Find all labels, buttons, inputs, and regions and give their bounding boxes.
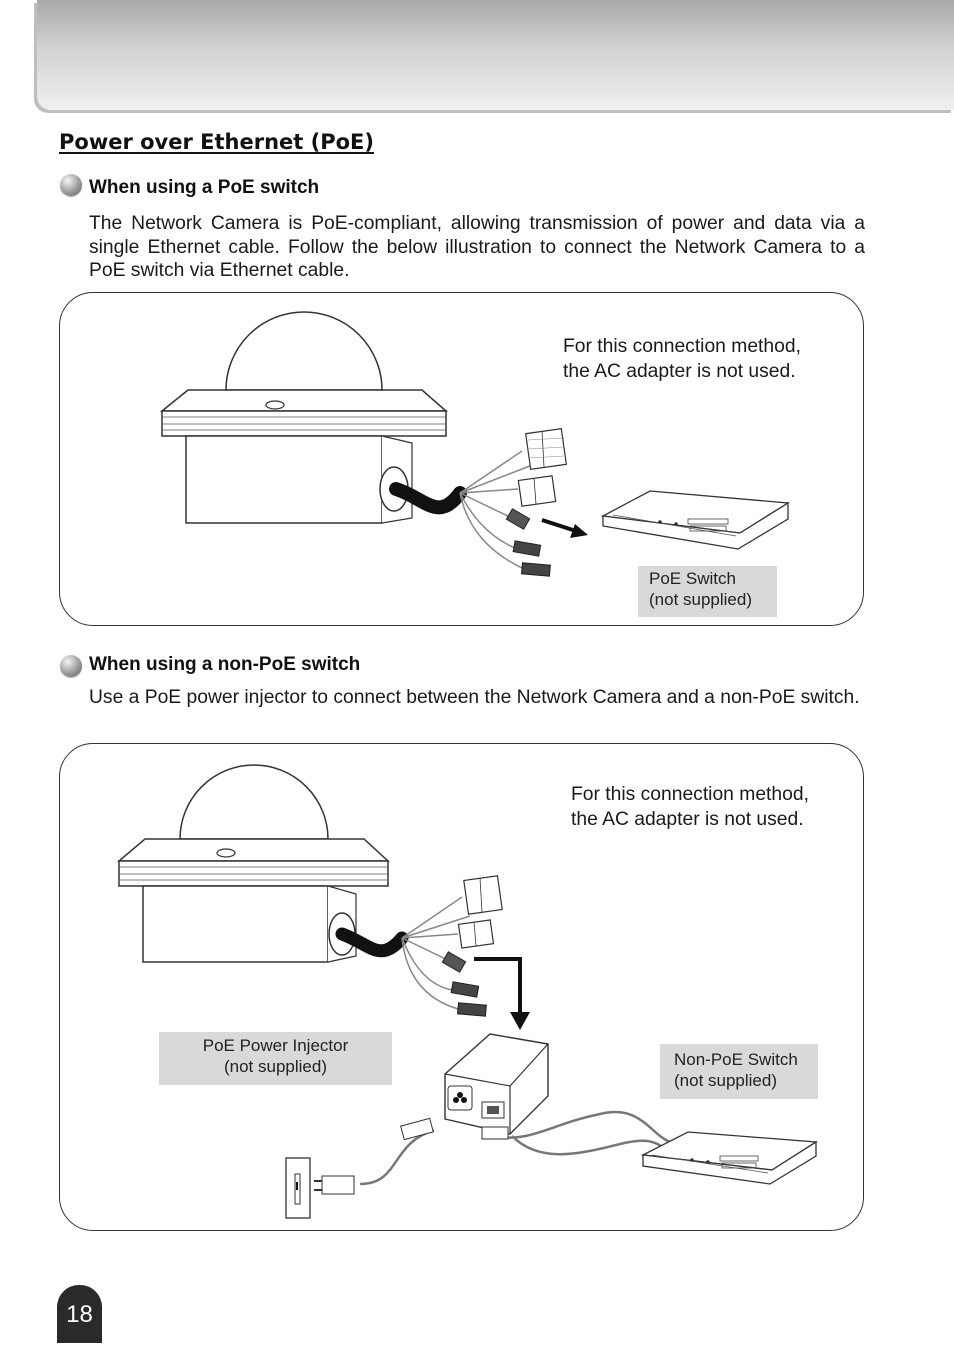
poe-switch-label-line1: PoE Switch — [649, 569, 736, 588]
non-poe-switch-label-line2: (not supplied) — [674, 1070, 778, 1090]
camera-body — [185, 435, 383, 524]
non-poe-switch-illustration-panel: For this connection method, the AC adapt… — [59, 743, 864, 1231]
non-poe-switch-device — [640, 1131, 818, 1185]
poe-switch-device — [600, 490, 790, 550]
non-poe-note-line2: the AC adapter is not used. — [571, 809, 804, 830]
camera-top-plate — [159, 389, 448, 412]
non-poe-switch-description: Use a PoE power injector to connect betw… — [89, 687, 860, 708]
poe-switch-description: The Network Camera is PoE-compliant, all… — [89, 213, 865, 281]
poe-switch-label: PoE Switch (not supplied) — [638, 566, 777, 617]
bullet-icon — [60, 174, 82, 196]
non-poe-switch-label: Non-PoE Switch (not supplied) — [660, 1044, 818, 1099]
poe-switch-diagram — [159, 311, 790, 577]
bullet-icon — [60, 655, 82, 677]
injector-label-line2: (not supplied) — [223, 1056, 327, 1076]
poe-injector-label: PoE Power Injector (not supplied) — [159, 1032, 392, 1085]
camera-top-plate — [116, 838, 390, 862]
camera-cable — [389, 482, 467, 515]
poe-switch-heading: When using a PoE switch — [89, 177, 320, 198]
non-poe-switch-diagram — [116, 764, 818, 1219]
io-terminal-block — [517, 427, 568, 507]
poe-injector-device — [444, 1033, 549, 1135]
non-poe-switch-label-line1: Non-PoE Switch — [674, 1050, 798, 1069]
poe-note-line2: the AC adapter is not used. — [563, 361, 796, 382]
camera-dome — [179, 764, 329, 840]
camera-cable — [335, 927, 409, 958]
poe-switch-illustration-panel: For this connection method, the AC adapt… — [59, 292, 864, 626]
poe-note-line1: For this connection method, — [563, 336, 801, 357]
section-title: Power over Ethernet (PoE) — [59, 130, 374, 154]
non-poe-note-line1: For this connection method, — [571, 784, 809, 805]
non-poe-switch-note: For this connection method, the AC adapt… — [571, 782, 809, 832]
poe-switch-label-line2: (not supplied) — [649, 589, 753, 609]
camera-dome — [225, 311, 383, 391]
page-number: 18 — [57, 1285, 102, 1343]
io-terminal-block — [457, 875, 503, 949]
poe-switch-note: For this connection method, the AC adapt… — [563, 334, 801, 384]
camera-body — [142, 885, 329, 963]
injector-label-line1: PoE Power Injector — [202, 1036, 349, 1055]
header-band — [37, 0, 954, 110]
non-poe-switch-heading: When using a non-PoE switch — [89, 654, 361, 675]
